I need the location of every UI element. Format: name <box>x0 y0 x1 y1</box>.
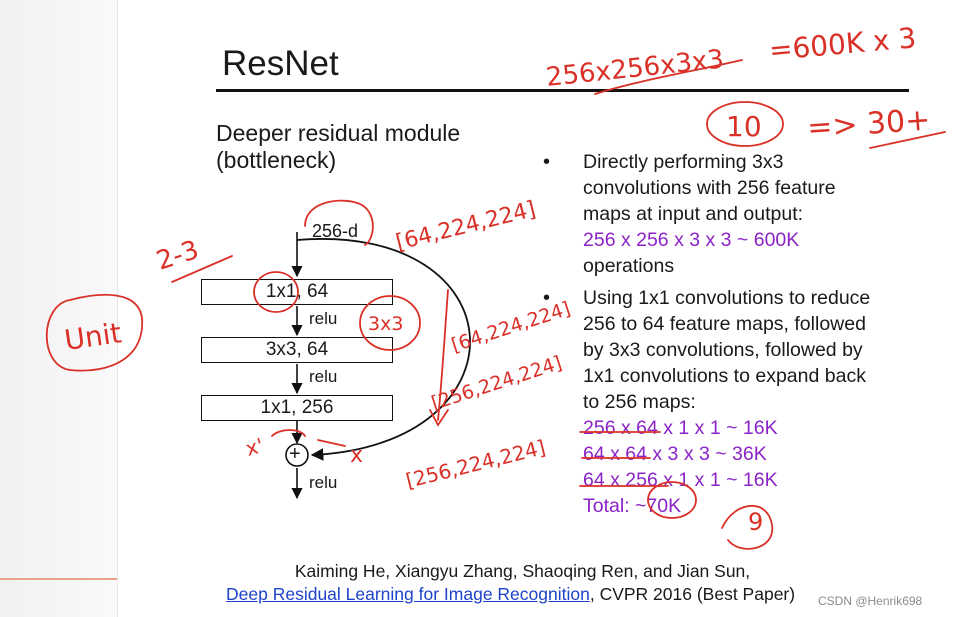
ten-circle <box>706 101 784 147</box>
paper-link[interactable]: Deep Residual Learning for Image Recogni… <box>226 584 590 604</box>
calc-underline <box>594 59 743 95</box>
kernel-note: 3x3 <box>368 313 403 335</box>
bullet-2-line: Using 1x1 convolutions to reduce <box>583 287 871 309</box>
citation-authors: Kaiming He, Xiangyu Zhang, Shaoqing Ren,… <box>294 561 751 581</box>
relu-label-2: relu <box>309 367 338 386</box>
kernel-circle <box>359 295 421 351</box>
shape-note-mid: [64,224,224] <box>449 298 573 357</box>
x-arrow <box>317 439 346 447</box>
bullet-2-line: 256 to 64 feature maps, followed <box>583 313 866 335</box>
nine-circle <box>721 504 773 550</box>
citation-line: Deep Residual Learning for Image Recogni… <box>226 583 795 606</box>
left-panel-divider <box>117 0 118 617</box>
bullet-1: Directly performing 3x3 convolutions wit… <box>583 149 836 279</box>
bullet-2-line: 1x1 convolutions to expand back <box>583 365 866 387</box>
bullet-1-formula: 256 x 256 x 3 x 3 ~ 600K <box>583 229 800 251</box>
bullet-2-line: to 256 maps: <box>583 391 696 413</box>
unit-circle <box>45 293 143 372</box>
unit-note: Unit <box>62 316 123 357</box>
bullet-2: Using 1x1 convolutions to reduce 256 to … <box>583 285 870 519</box>
nine-note: 9 <box>748 508 763 536</box>
subtitle-line-1: Deeper residual module <box>216 120 461 146</box>
shape-note-output: [256,224,224] <box>403 435 547 493</box>
layer-circle <box>253 271 299 313</box>
citation-venue: , CVPR 2016 (Best Paper) <box>589 584 796 604</box>
range-stroke <box>171 255 233 283</box>
calc-note: 256x256x3x3 <box>545 44 726 92</box>
slide-title: ResNet <box>222 44 339 83</box>
skip-connection <box>296 238 471 461</box>
left-panel-background <box>0 0 118 617</box>
bullet-1-line: convolutions with 256 feature <box>583 177 836 199</box>
add-node <box>285 443 309 467</box>
bullet-1-line: maps at input and output: <box>583 203 804 225</box>
shape-note-256: [256,224,224] <box>429 352 565 415</box>
bullet-dot-2: • <box>543 287 551 309</box>
relu-label-1: relu <box>309 309 338 328</box>
shape-arrow <box>437 289 449 421</box>
result-note: => 30+ <box>806 102 931 146</box>
x-note: x <box>350 443 363 468</box>
bullet-1-line: operations <box>583 255 675 277</box>
layer-3x3-64: 3x3, 64 <box>201 337 393 363</box>
bullet-dot-1: • <box>543 151 551 173</box>
add-symbol: + <box>289 443 301 465</box>
bullet-1-line: Directly performing 3x3 <box>583 151 784 173</box>
relu-label-3: relu <box>309 473 338 492</box>
ten-note: 10 <box>726 110 762 143</box>
bullet-2-formula: 256 x 64 x 1 x 1 ~ 16K <box>583 417 778 439</box>
result-underline <box>869 131 946 149</box>
layer-1x1-256: 1x1, 256 <box>201 395 393 421</box>
title-underline <box>216 89 909 92</box>
bullet-2-line: by 3x3 convolutions, followed by <box>583 339 863 361</box>
input-circle <box>304 199 374 246</box>
x-prime-note: x' <box>243 433 266 461</box>
slide-subtitle: Deeper residual module (bottleneck) <box>216 120 460 174</box>
subtitle-line-2: (bottleneck) <box>216 147 337 173</box>
left-panel-accent-line <box>0 578 118 580</box>
bullet-2-total: Total: ~70K <box>583 495 682 517</box>
shape-arrowhead <box>429 409 449 427</box>
x-prime-stroke <box>271 429 306 437</box>
calc-result-note: =600K x 3 <box>768 21 918 67</box>
total-circle <box>647 481 697 519</box>
watermark: CSDN @Henrik698 <box>818 594 923 608</box>
layer-1x1-64: 1x1, 64 <box>201 279 393 305</box>
range-note: 2-3 <box>153 235 203 277</box>
bullet-2-formula: 64 x 64 x 3 x 3 ~ 36K <box>583 443 767 465</box>
shape-note-input: [64,224,224] <box>393 197 538 256</box>
input-label: 256-d <box>312 221 359 241</box>
